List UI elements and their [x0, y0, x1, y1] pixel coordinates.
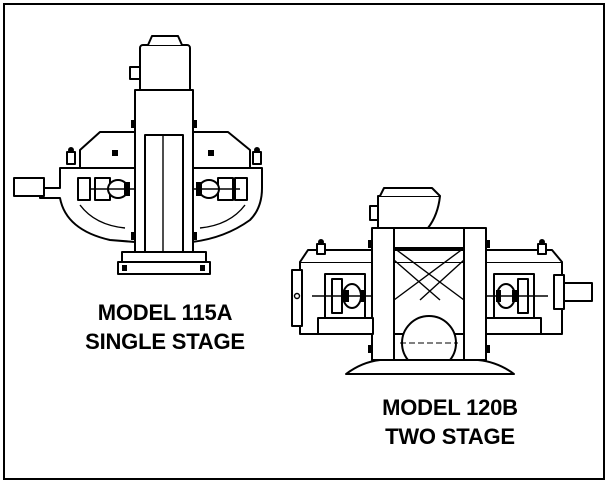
model-115a-subtitle: SINGLE STAGE — [85, 329, 245, 354]
model-115a-caption: MODEL 115A SINGLE STAGE — [45, 298, 285, 356]
model-120b-subtitle: TWO STAGE — [385, 424, 515, 449]
model-120b-title: MODEL 120B — [382, 395, 518, 420]
model-115a-title: MODEL 115A — [97, 300, 233, 325]
model-120b-drawing — [291, 187, 593, 375]
model-115a-drawing — [13, 35, 263, 275]
figure-frame — [3, 3, 605, 480]
model-120b-caption: MODEL 120B TWO STAGE — [345, 393, 555, 451]
